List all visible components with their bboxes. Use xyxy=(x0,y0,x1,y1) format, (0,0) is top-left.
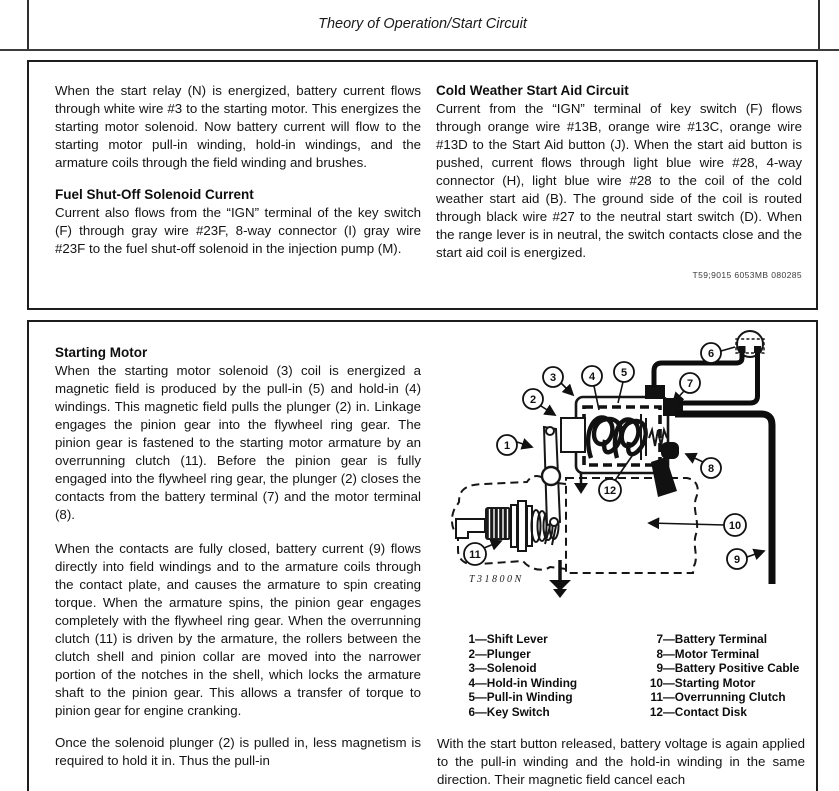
key-switch-shape xyxy=(735,330,765,358)
starting-motor-paragraph-1: When the starting motor solenoid (3) coi… xyxy=(55,363,421,522)
motor-dashed-outline xyxy=(450,475,699,574)
fuel-shutoff-heading: Fuel Shut-Off Solenoid Current xyxy=(55,187,254,202)
callout-12: 12 xyxy=(604,485,616,497)
callout-4: 4 xyxy=(589,371,596,383)
legend-item: 9—Battery Positive Cable xyxy=(656,661,800,675)
legend-item: 4—Hold-in Winding xyxy=(468,675,578,690)
contact-plate-shape xyxy=(640,414,668,460)
reference-code: T59;9015 6053MB 080285 xyxy=(692,270,802,280)
legend-item: 12—Contact Disk xyxy=(649,704,747,719)
top-left-column: When the start relay (N) is energized, b… xyxy=(55,82,421,258)
legend-item: 10—Starting Motor xyxy=(649,675,756,690)
header-rule xyxy=(0,49,839,51)
top-section-box: When the start relay (N) is energized, b… xyxy=(27,60,818,310)
bottom-section-box: Starting Motor When the starting motor s… xyxy=(27,320,818,791)
ground-symbol xyxy=(549,560,571,598)
bottom-right-column: With the start button released, battery … xyxy=(437,735,805,789)
diagram-legend: 1—Shift Lever 2—Plunger 3—Solenoid 4—Hol… xyxy=(431,632,817,724)
callout-leaders xyxy=(483,346,766,561)
callout-6: 6 xyxy=(708,348,714,360)
starting-motor-paragraph-2: When the contacts are fully closed, batt… xyxy=(55,541,421,718)
callout-11: 11 xyxy=(469,549,481,561)
callout-3: 3 xyxy=(550,372,556,384)
legend-item: 7—Battery Terminal xyxy=(656,632,768,646)
bottom-left-column: Starting Motor When the starting motor s… xyxy=(55,344,421,770)
solenoid-ground-symbol xyxy=(574,473,588,494)
start-relay-paragraph: When the start relay (N) is energized, b… xyxy=(55,83,421,170)
wiring xyxy=(651,353,776,584)
plunger-shape xyxy=(560,417,586,453)
motor-terminal-shape xyxy=(661,442,679,459)
shift-lever-shape xyxy=(540,425,562,546)
callout-10: 10 xyxy=(729,520,741,532)
legend-column-2: 7—Battery Terminal 8—Motor Terminal 9—Ba… xyxy=(646,632,800,719)
cold-weather-paragraph: Current from the “IGN” terminal of key s… xyxy=(436,101,802,260)
callout-5: 5 xyxy=(621,367,627,379)
legend-column-1: 1—Shift Lever 2—Plunger 3—Solenoid 4—Hol… xyxy=(458,632,577,719)
solenoid-top-terminal xyxy=(645,385,665,399)
overrunning-clutch-shape xyxy=(455,500,560,552)
callout-1: 1 xyxy=(504,440,510,452)
starting-motor-heading: Starting Motor xyxy=(55,345,148,360)
header-right-border xyxy=(818,0,820,49)
motor-terminal-cable xyxy=(651,457,677,497)
callout-circles: 1 2 3 4 5 6 7 8 9 10 11 12 xyxy=(463,342,748,570)
callout-8: 8 xyxy=(708,463,714,475)
figure-label: T31800N xyxy=(469,574,524,585)
starting-motor-diagram: 1 2 3 4 5 6 7 8 9 10 11 12 T31800N xyxy=(450,330,776,598)
cold-weather-heading: Cold Weather Start Aid Circuit xyxy=(436,83,629,98)
starting-motor-paragraph-3: Once the solenoid plunger (2) is pulled … xyxy=(55,735,421,768)
page-title: Theory of Operation/Start Circuit xyxy=(318,16,527,32)
fuel-shutoff-paragraph: Current also flows from the “IGN” termin… xyxy=(55,205,421,256)
legend-item: 6—Key Switch xyxy=(468,704,550,719)
legend-item: 3—Solenoid xyxy=(468,661,537,675)
callout-7: 7 xyxy=(687,378,693,390)
start-button-paragraph: With the start button released, battery … xyxy=(437,736,805,787)
header-left-border xyxy=(27,0,29,49)
legend-item: 1—Shift Lever xyxy=(468,632,548,646)
callout-2: 2 xyxy=(530,394,536,406)
legend-item: 2—Plunger xyxy=(468,646,531,661)
battery-positive-cable-shape xyxy=(675,410,776,584)
key-switch-wire xyxy=(651,353,745,387)
legend-item: 8—Motor Terminal xyxy=(656,646,760,661)
callout-9: 9 xyxy=(734,554,740,566)
solenoid-shape xyxy=(560,385,683,497)
legend-item: 5—Pull-in Winding xyxy=(468,690,573,704)
legend-item: 11—Overrunning Clutch xyxy=(650,690,786,704)
top-right-column: Cold Weather Start Aid Circuit Current f… xyxy=(436,82,802,280)
battery-terminal-wire xyxy=(679,353,760,406)
